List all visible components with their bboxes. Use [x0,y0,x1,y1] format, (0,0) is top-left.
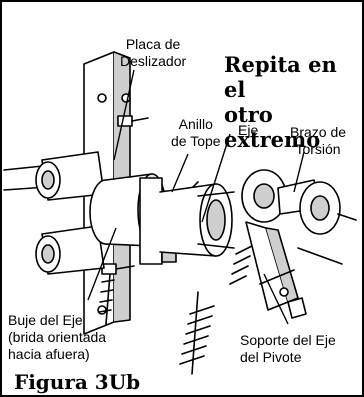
leader-lines [87,69,305,325]
label-shaft-bushing: Buje del Eje (brida orientada hacia afue… [8,312,107,362]
coil-spring [179,245,253,375]
label-torsion-arm: Brazo de Torsión [290,124,347,157]
shaft [159,183,235,257]
label-pivot-shaft-support: Soporte del Eje del Pivote [240,332,336,365]
mounting-bolts [98,115,149,325]
pivot-shaft-support [245,221,307,319]
slide-brackets [35,151,105,275]
figure-caption: Figura 3Ub [14,370,141,394]
torsion-arm [241,169,357,265]
label-shaft: Eje [238,122,259,138]
headline-repeat-other-end: Repita en el otro extremo [224,52,337,152]
label-slide-plate: Placa de Deslizador [120,36,187,69]
label-stop-ring: Anillo de Tope [171,116,221,149]
